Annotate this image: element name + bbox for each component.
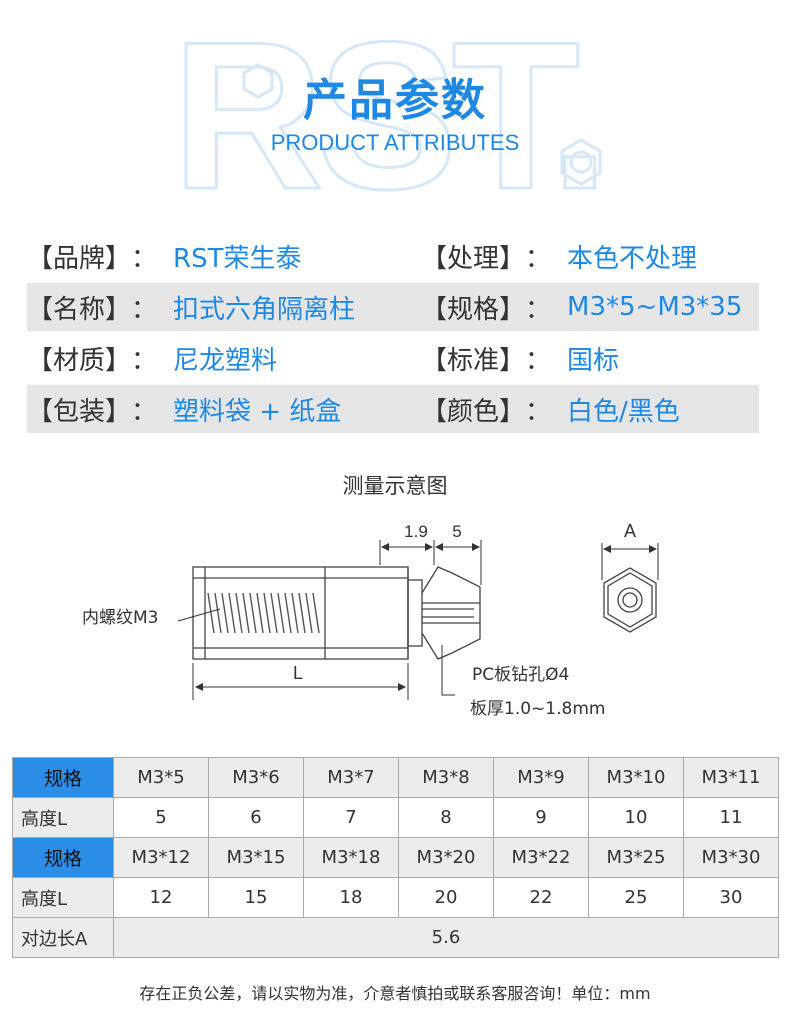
thread-pattern (207, 592, 320, 634)
attribute-list: 【品牌】 ： RST荣生泰 【处理】 ： 本色不处理 【名称】 ： 扣式六角隔离… (27, 232, 759, 436)
attribute-separator: ： (525, 294, 552, 325)
attribute-value: 扣式六角隔离柱 (173, 294, 356, 325)
dim-head-label: 1.9 (404, 522, 428, 541)
attribute-value: M3*5~M3*35 (567, 292, 743, 322)
table-cell: 30 (683, 877, 779, 918)
dim-L (192, 663, 409, 700)
table-cell: 8 (398, 797, 494, 838)
diagram-title: 测量示意图 (342, 474, 448, 498)
table-cell: M3*30 (683, 837, 779, 878)
attribute-separator: ： (525, 345, 552, 376)
attribute-label: 【颜色】 (421, 396, 526, 427)
table-row: 高度L 5 6 7 8 9 10 11 (12, 797, 779, 838)
table-cell: M3*15 (208, 837, 304, 878)
attribute-value: 尼龙塑料 (173, 345, 278, 376)
spec-header-cell: 规格 (12, 757, 114, 798)
table-cell: 25 (588, 877, 684, 918)
across-flats-label-cell: 对边长A (12, 917, 114, 958)
hero-header: RST. 产品参数 PRODUCT ATTRIBUTES (0, 0, 790, 215)
table-cell: 7 (303, 797, 399, 838)
spec-table: 规格 M3*5 M3*6 M3*7 M3*8 M3*9 M3*10 M3*11 … (12, 757, 779, 958)
attribute-separator: ： (525, 396, 552, 427)
svg-text:RST.: RST. (172, 0, 603, 215)
dim-head-clip (379, 540, 482, 585)
attribute-row: 【包装】 ： 塑料袋 + 纸盒 【颜色】 ： 白色/黑色 (27, 385, 759, 433)
attribute-label: 【规格】 (421, 294, 526, 325)
attribute-value: RST荣生泰 (173, 243, 302, 274)
hole-callout: PC板钻孔Ø4 (472, 665, 569, 685)
table-cell: M3*9 (493, 757, 589, 798)
table-cell: 11 (683, 797, 779, 838)
table-row: 规格 M3*12 M3*15 M3*18 M3*20 M3*22 M3*25 M… (12, 837, 779, 878)
height-label-cell: 高度L (12, 797, 114, 838)
page-subtitle: PRODUCT ATTRIBUTES (270, 130, 520, 155)
table-cell: M3*20 (398, 837, 494, 878)
attribute-label: 【包装】 (27, 396, 132, 427)
page-title: 产品参数 (303, 75, 487, 126)
table-cell: M3*12 (113, 837, 209, 878)
table-cell: M3*22 (493, 837, 589, 878)
thread-callout: 内螺纹M3 (82, 608, 158, 628)
table-cell: M3*25 (588, 837, 684, 878)
attribute-label: 【处理】 (421, 243, 526, 274)
table-cell: 9 (493, 797, 589, 838)
attribute-label: 【品牌】 (27, 243, 132, 274)
table-cell: 20 (398, 877, 494, 918)
across-flats-value-cell: 5.6 (113, 917, 779, 958)
attribute-value: 本色不处理 (567, 243, 698, 274)
hex-nut-icon (242, 63, 274, 99)
attribute-separator: ： (131, 396, 158, 427)
attribute-separator: ： (131, 294, 158, 325)
table-cell: M3*5 (113, 757, 209, 798)
footer-note: 存在正负公差，请以实物为准，介意者慎拍或联系客服咨询！单位：mm (139, 984, 651, 1003)
attribute-value: 白色/黑色 (567, 396, 680, 427)
dim-A (601, 543, 659, 580)
attribute-row: 【品牌】 ： RST荣生泰 【处理】 ： 本色不处理 (27, 232, 759, 280)
height-label-cell: 高度L (12, 877, 114, 918)
table-row: 对边长A 5.6 (12, 917, 779, 958)
table-row: 高度L 12 15 18 20 22 25 30 (12, 877, 779, 918)
table-cell: 10 (588, 797, 684, 838)
table-cell: M3*10 (588, 757, 684, 798)
hex-nut-icon (560, 138, 602, 186)
table-cell: M3*7 (303, 757, 399, 798)
table-cell: M3*8 (398, 757, 494, 798)
table-cell: 6 (208, 797, 304, 838)
measurement-diagram: L 1.9 5 A 内螺纹M3 PC板钻孔Ø4 板厚1.0~1.8mm (82, 521, 659, 719)
table-cell: 12 (113, 877, 209, 918)
table-row: 规格 M3*5 M3*6 M3*7 M3*8 M3*9 M3*10 M3*11 (12, 757, 779, 798)
table-cell: M3*6 (208, 757, 304, 798)
thickness-callout: 板厚1.0~1.8mm (470, 699, 605, 719)
attribute-separator: ： (131, 345, 158, 376)
hex-end-view (603, 567, 657, 633)
dim-clip-label: 5 (452, 522, 461, 541)
dim-L-label: L (293, 663, 303, 683)
attribute-row: 【名称】 ： 扣式六角隔离柱 【规格】 ： M3*5~M3*35 (27, 283, 759, 331)
table-cell: M3*18 (303, 837, 399, 878)
dim-A-label: A (624, 521, 636, 541)
attribute-separator: ： (131, 243, 158, 274)
rst-watermark-logo: RST. (171, 0, 611, 215)
attribute-label: 【名称】 (27, 294, 132, 325)
table-cell: 22 (493, 877, 589, 918)
attribute-value: 国标 (567, 345, 620, 376)
attribute-row: 【材质】 ： 尼龙塑料 【标准】 ： 国标 (27, 334, 759, 382)
spec-header-cell: 规格 (12, 837, 114, 878)
table-cell: 18 (303, 877, 399, 918)
attribute-separator: ： (525, 243, 552, 274)
attribute-value: 塑料袋 + 纸盒 (173, 396, 342, 427)
table-cell: 15 (208, 877, 304, 918)
table-cell: M3*11 (683, 757, 779, 798)
table-cell: 5 (113, 797, 209, 838)
attribute-label: 【材质】 (27, 345, 132, 376)
snap-clip (407, 566, 481, 660)
attribute-label: 【标准】 (421, 345, 526, 376)
